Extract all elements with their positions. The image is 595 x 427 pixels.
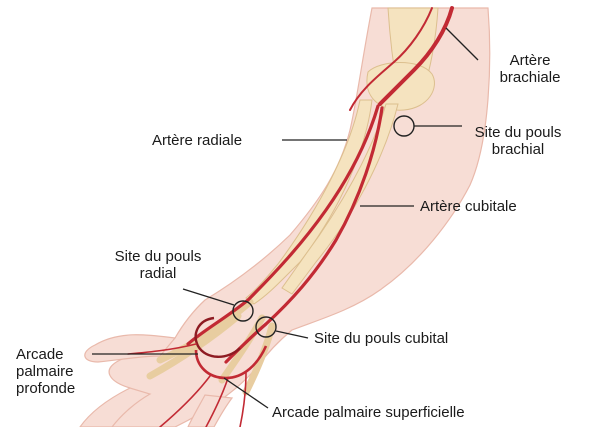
elbow-joint (367, 63, 435, 111)
arm-skin (105, 8, 490, 427)
label-superficial-palmar-arch: Arcade palmaire superficielle (272, 404, 465, 421)
label-ulnar-artery: Artère cubitale (420, 198, 517, 215)
label-radial-pulse-site: Site du pouls radial (98, 248, 218, 282)
label-brachial-artery: Artère brachiale (482, 52, 578, 86)
label-ulnar-pulse-site: Site du pouls cubital (314, 330, 448, 347)
label-radial-artery: Artère radiale (152, 132, 242, 149)
label-brachial-pulse-site: Site du pouls brachial (462, 124, 574, 158)
label-deep-palmar-arch: Arcade palmaire profonde (16, 346, 75, 397)
